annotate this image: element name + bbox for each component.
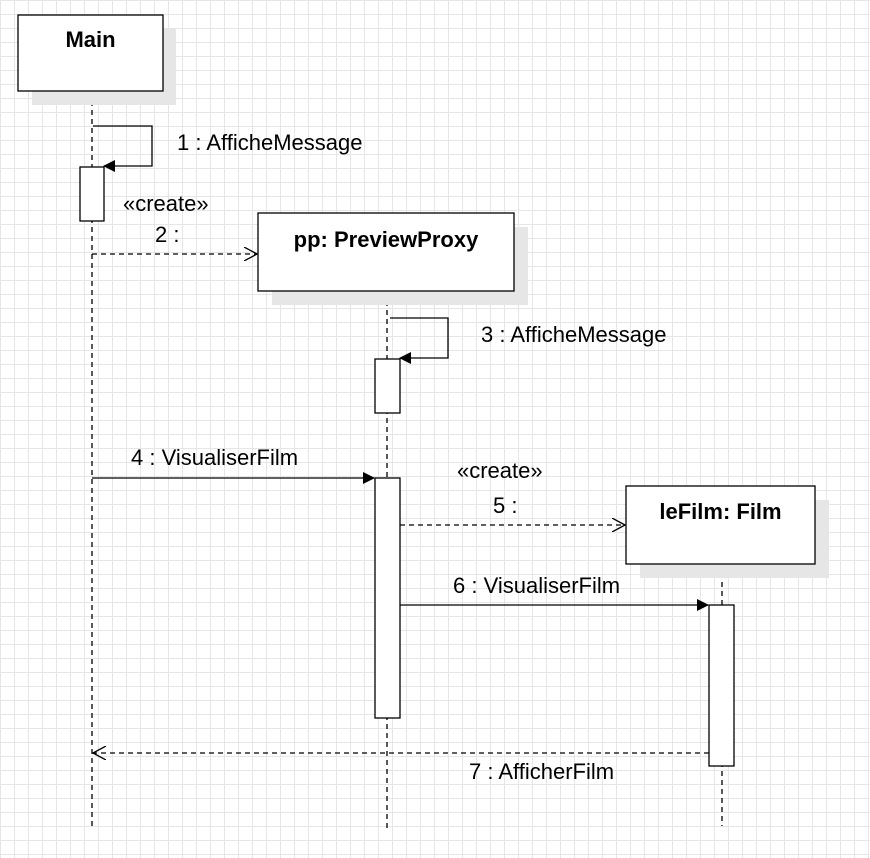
object-main[interactable]: [17, 14, 176, 105]
message-3-label: 3 : AfficheMessage: [481, 322, 667, 347]
object-pp[interactable]: [257, 212, 528, 305]
object-pp-title: pp: PreviewProxy: [293, 227, 479, 252]
message-7-label: 7 : AfficherFilm: [469, 759, 615, 784]
activation-pp-2: [374, 477, 401, 719]
message-5-label: 5 :: [493, 493, 518, 518]
message-4-label: 4 : VisualiserFilm: [131, 445, 299, 470]
object-film[interactable]: [625, 485, 829, 578]
message-5-stereotype: «create»: [457, 458, 543, 483]
message-6-label: 6 : VisualiserFilm: [453, 573, 621, 598]
activation-main: [79, 166, 105, 222]
object-main-title: Main: [65, 27, 116, 52]
message-1-arrow: [93, 125, 153, 172]
message-3-arrow: [390, 317, 449, 364]
activation-film: [708, 604, 735, 767]
activation-pp-1: [374, 358, 401, 414]
message-1-label: 1 : AfficheMessage: [177, 130, 363, 155]
object-film-title: leFilm: Film: [659, 499, 782, 524]
message-2-stereotype: «create»: [123, 191, 209, 216]
message-2-label: 2 :: [155, 222, 180, 247]
